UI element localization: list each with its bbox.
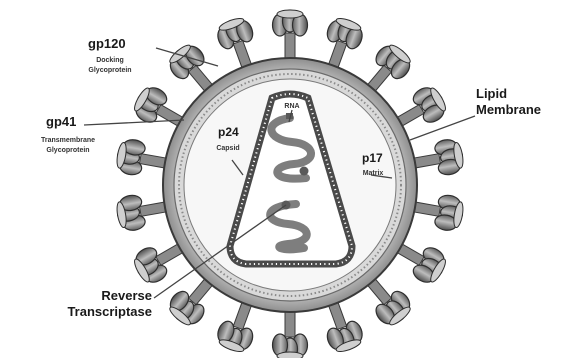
p17-sublabel: Matrix [363,170,384,177]
gp41-sublabel-2: Glycoprotein [46,147,89,154]
gp41-label: gp41 [46,114,76,129]
lipid-label-line-2: Membrane [476,102,541,117]
gp41-leader [84,120,184,125]
gp120-sublabel-2: Glycoprotein [88,67,131,74]
reverse-transcriptase-upper [300,167,309,176]
rt-label-line-1: Reverse [101,288,152,303]
p24-sublabel: Capsid [216,145,239,152]
gp120-sublabel-1: Docking [96,57,124,64]
p17-label: p17 [362,151,383,165]
lipid-label-line-1: Lipid [476,86,507,101]
gp120-gp41-spike [273,307,308,358]
p24-label: p24 [218,125,239,139]
gp120-label: gp120 [88,36,126,51]
rna-label: RNA [284,103,299,110]
lipid-leader [410,116,475,140]
gp120-gp41-spike [273,10,308,63]
gp41-sublabel-1: Transmembrane [41,137,95,144]
rt-label-line-2: Transcriptase [67,304,152,319]
